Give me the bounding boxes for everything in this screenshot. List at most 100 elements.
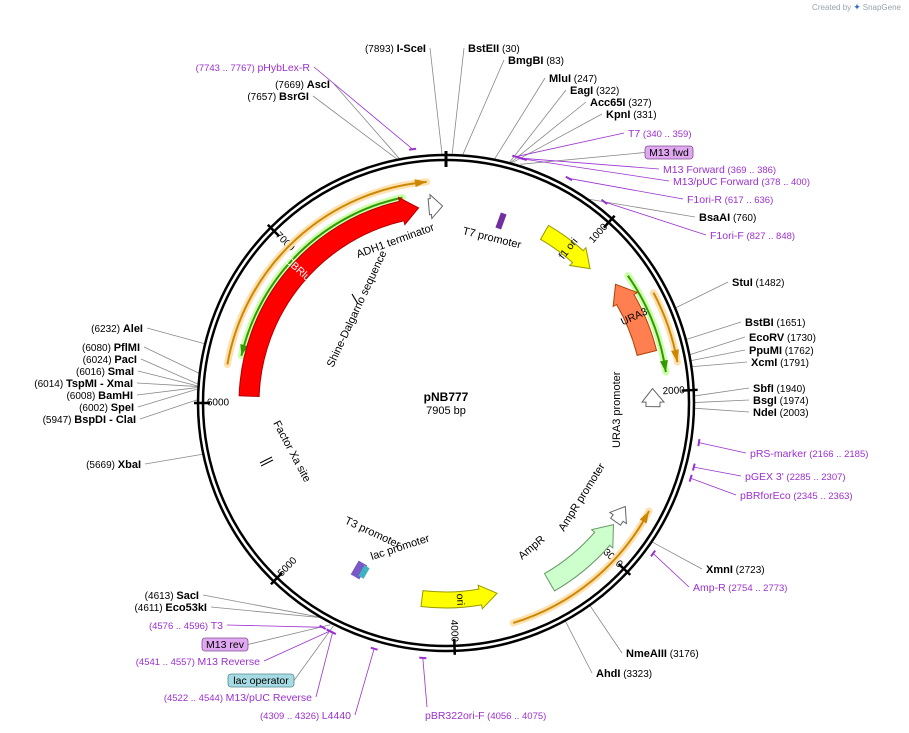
plasmid-center-label: pNB777 7905 bp	[424, 390, 469, 417]
site-leader	[140, 358, 199, 385]
site-asci: (7669) AscI	[275, 79, 330, 91]
primer-name: pGEX 3'	[745, 471, 784, 483]
primer-pgex-3: pGEX 3' (2285 .. 2307)	[745, 471, 846, 483]
boxed-label-bg	[201, 637, 249, 652]
primer-mark	[419, 656, 427, 660]
primer-m13-puc-reverse: (4522 .. 4544) M13/pUC Reverse	[164, 692, 312, 704]
site-label: EagI (322)	[570, 85, 619, 97]
primer-m13-puc-forward: M13/pUC Forward (378 .. 400)	[673, 176, 810, 188]
boxed-label-text: lac operator	[233, 675, 289, 687]
primer-name: Amp-R	[693, 582, 726, 594]
site-position: (760)	[730, 213, 756, 224]
orf-arc	[512, 510, 650, 624]
feature-ura3	[612, 283, 658, 356]
tick-label-5000: 5000	[276, 555, 300, 579]
feature-ampr	[543, 524, 614, 592]
site-eagi: EagI (322)	[570, 85, 619, 97]
primer-mark	[600, 198, 608, 205]
primer-leader	[515, 132, 625, 158]
site-position: (3323)	[620, 669, 652, 680]
site-position: (7669)	[275, 80, 307, 91]
site-ppumi: PpuMI (1762)	[749, 345, 814, 357]
site-leader	[674, 281, 729, 309]
primer-leader	[690, 477, 737, 496]
site-position: (5947)	[43, 415, 75, 426]
site-label: BstEII (30)	[468, 43, 520, 55]
site-label: PpuMI (1762)	[749, 345, 814, 357]
primer-name: pBR322ori-F	[425, 710, 485, 722]
primer-f1ori-r: F1ori-R (617 .. 636)	[687, 194, 773, 206]
primer-name: M13/pUC Forward	[673, 176, 759, 188]
feature-ori	[420, 584, 498, 610]
primer-phyblex-r: (7743 .. 7767) pHybLex-R	[196, 62, 311, 74]
primer-leader	[226, 624, 323, 628]
site-position: (6080)	[82, 343, 114, 354]
site-label: EcoRV (1730)	[749, 332, 816, 344]
site-bsaai: BsaAI (760)	[699, 212, 756, 224]
site-name: Acc65I	[590, 97, 625, 109]
boxed-leader	[293, 625, 334, 681]
site-eco53ki: (4611) Eco53kI	[134, 602, 207, 614]
site-bspdi-clai: (5947) BspDI - ClaI	[43, 414, 136, 426]
primer-mark	[370, 646, 378, 651]
primer-t7: T7 (340 .. 359)	[628, 128, 692, 140]
orf-arrowhead	[659, 359, 668, 373]
site-position: (3176)	[667, 649, 699, 660]
site-name: BspDI - ClaI	[74, 414, 136, 426]
site-position: (6016)	[76, 367, 108, 378]
primer-labels: (7743 .. 7767) pHybLex-R T7 (340 .. 359) M…	[136, 62, 869, 722]
primer-pbrforeco: pBRforEco (2345 .. 2363)	[740, 490, 853, 502]
site-bsgi: BsgI (1974)	[753, 395, 809, 407]
site-position: (1791)	[777, 358, 809, 369]
primer-mark	[697, 438, 701, 447]
site-label: MluI (247)	[549, 73, 597, 85]
boxed-label-text: M13 fwd	[649, 147, 689, 159]
primer-leader	[698, 442, 747, 454]
site-leader	[136, 382, 199, 387]
site-position: (6024)	[83, 355, 115, 366]
site-leader	[202, 594, 322, 618]
primer-t3: (4576 .. 4596) T3	[149, 620, 223, 632]
site-name: BstEII	[468, 43, 499, 55]
primer-name: T7	[628, 128, 640, 140]
primer-range: (617 .. 636)	[722, 195, 773, 206]
site-label: BstBI (1651)	[745, 317, 805, 329]
site-leader	[693, 399, 750, 403]
boxed-label-bg	[227, 673, 295, 688]
site-leader	[137, 370, 199, 387]
primer-range: (4522 .. 4544)	[164, 693, 226, 704]
site-position: (6008)	[66, 391, 98, 402]
site-leader	[509, 101, 587, 164]
site-mlui: MluI (247)	[549, 73, 597, 85]
primer-m13-reverse: (4541 .. 4557) M13 Reverse	[136, 656, 260, 668]
site-label: AhdI (3323)	[596, 668, 652, 680]
site-position: (6002)	[79, 403, 111, 414]
site-label: (5947) BspDI - ClaI	[43, 414, 136, 426]
primer-leader	[693, 466, 742, 477]
site-position: (1651)	[774, 318, 806, 329]
feature-name-shine-dalgarno-sequence: Shine-Dalgarno sequence	[325, 249, 390, 369]
site-label: (4611) Eco53kI	[134, 602, 207, 614]
primer-range: (2166 .. 2185)	[807, 449, 869, 460]
site-leader	[312, 95, 399, 161]
watermark-brand: SnapGene	[862, 3, 901, 12]
primer-leader	[354, 648, 375, 716]
primer-name: M13/pUC Reverse	[226, 692, 313, 704]
primer-range: (2285 .. 2307)	[784, 472, 846, 483]
site-alei: (6232) AleI	[91, 323, 143, 335]
primer-leader	[520, 157, 660, 170]
site-stui: StuI (1482)	[732, 277, 784, 289]
site-paci: (6024) PacI	[83, 354, 137, 366]
site-name: NdeI	[753, 407, 777, 419]
site-bstbi: BstBI (1651)	[745, 317, 805, 329]
tick-1000	[602, 214, 616, 229]
site-leader	[493, 77, 546, 160]
site-name: KpnI	[606, 109, 630, 121]
site-position: (331)	[630, 110, 656, 121]
site-leader	[429, 47, 443, 156]
site-leader	[139, 399, 199, 420]
site-i-scei: (7893) I-SceI	[365, 43, 426, 55]
site-name: AleI	[123, 323, 143, 335]
site-name: Eco53kI	[165, 602, 207, 614]
